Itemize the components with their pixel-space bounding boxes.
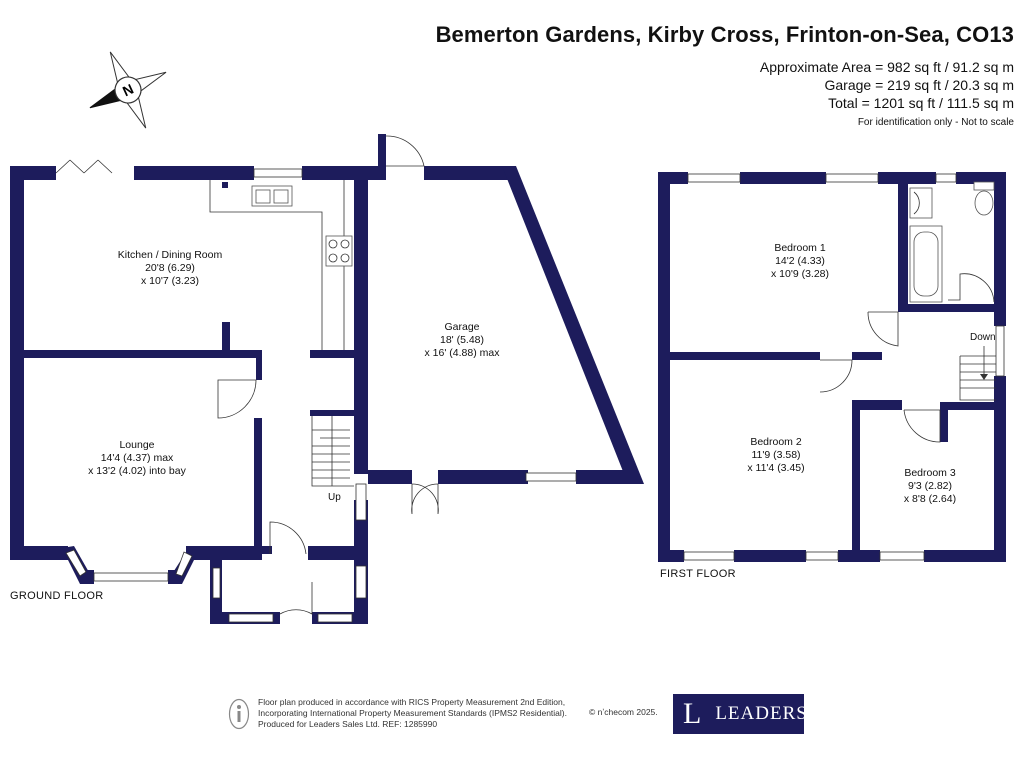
ground-floor-windows: [65, 168, 577, 623]
footer-line3: Produced for Leaders Sales Ltd. REF: 128…: [258, 719, 438, 729]
bedroom3-label: Bedroom 3 9'3 (2.82) x 8'8 (2.64): [904, 467, 956, 505]
first-floor-label: FIRST FLOOR: [660, 568, 736, 580]
bedroom1-name: Bedroom 1: [774, 242, 826, 254]
lounge-name: Lounge: [119, 439, 154, 451]
kitchen-name: Kitchen / Dining Room: [118, 249, 223, 261]
bedroom1-label: Bedroom 1 14'2 (4.33) x 10'9 (3.28): [771, 242, 829, 280]
approx-area: Approximate Area = 982 sq ft / 91.2 sq m: [759, 59, 1014, 75]
first-floor-walls: [658, 172, 1006, 562]
property-address: Bemerton Gardens, Kirby Cross, Frinton-o…: [435, 22, 1014, 47]
garage-area: Garage = 219 sq ft / 20.3 sq m: [824, 77, 1015, 93]
first-floor-doors: [819, 273, 995, 443]
footer-copyright: © nʼchecom 2025.: [589, 707, 658, 717]
bedroom3-dim2: x 8'8 (2.64): [904, 493, 956, 505]
first-floor-windows: [683, 173, 1005, 561]
logo-word: LEADERS: [715, 703, 808, 724]
bedroom1-dim1: 14'2 (4.33): [775, 255, 825, 267]
kitchen-fittings: [209, 180, 353, 350]
garage-name: Garage: [444, 321, 479, 333]
logo-letter: L: [683, 697, 702, 730]
ground-floor-walls: [10, 134, 644, 624]
footer-line1: Floor plan produced in accordance with R…: [258, 697, 566, 707]
ground-floor-doors: [55, 135, 439, 615]
info-icon: [228, 698, 250, 730]
kitchen-dim2: x 10'7 (3.23): [141, 275, 199, 287]
lounge-label: Lounge 14'4 (4.37) max x 13'2 (4.02) int…: [88, 439, 186, 477]
bedroom3-dim1: 9'3 (2.82): [908, 480, 952, 492]
stairs-up: [310, 410, 356, 487]
stairs-down: [959, 346, 996, 401]
bathroom-fittings: [909, 181, 995, 303]
ground-floor-label: GROUND FLOOR: [10, 590, 104, 602]
total-area: Total = 1201 sq ft / 111.5 sq m: [828, 95, 1014, 111]
lounge-dim1: 14'4 (4.37) max: [101, 452, 174, 464]
footer-disclaimer: Floor plan produced in accordance with R…: [258, 697, 567, 730]
kitchen-dim1: 20'8 (6.29): [145, 262, 195, 274]
leaders-logo: L LEADERS: [673, 694, 807, 734]
scale-note: For identification only - Not to scale: [857, 117, 1014, 128]
bedroom2-name: Bedroom 2: [750, 436, 802, 448]
bedroom2-label: Bedroom 2 11'9 (3.58) x 11'4 (3.45): [747, 436, 804, 474]
bedroom2-dim1: 11'9 (3.58): [751, 449, 800, 461]
stairs-down-label: Down: [970, 332, 996, 343]
lounge-dim2: x 13'2 (4.02) into bay: [88, 465, 186, 477]
bedroom3-name: Bedroom 3: [904, 467, 956, 479]
kitchen-label: Kitchen / Dining Room 20'8 (6.29) x 10'7…: [118, 249, 223, 287]
stairs-up-label: Up: [328, 492, 341, 503]
compass-icon: N: [89, 51, 167, 129]
bedroom2-dim2: x 11'4 (3.45): [747, 462, 804, 474]
garage-dim2: x 16' (4.88) max: [425, 347, 501, 359]
garage-label: Garage 18' (5.48) x 16' (4.88) max: [425, 321, 501, 359]
footer-line2: Incorporating International Property Mea…: [258, 708, 567, 718]
bedroom1-dim2: x 10'9 (3.28): [771, 268, 829, 280]
garage-dim1: 18' (5.48): [440, 334, 484, 346]
